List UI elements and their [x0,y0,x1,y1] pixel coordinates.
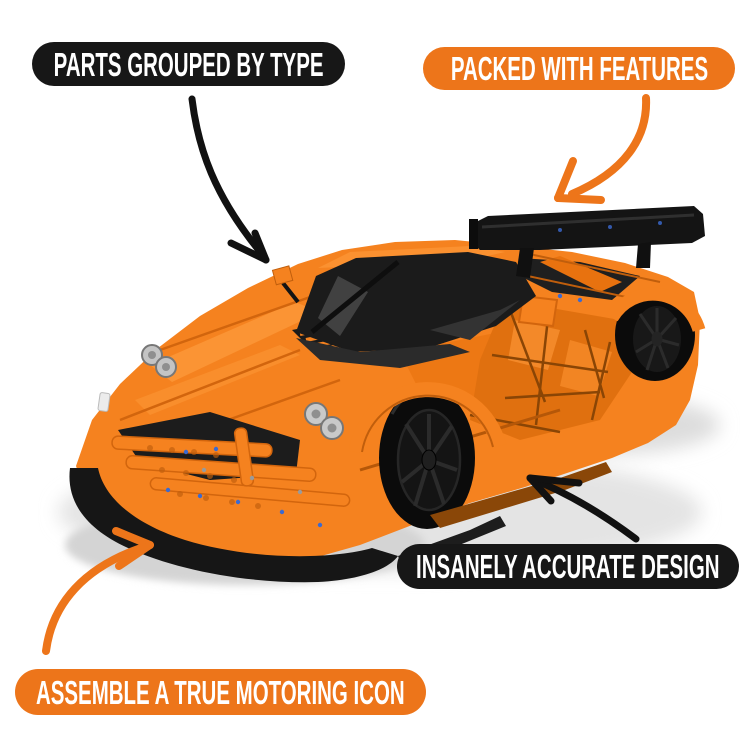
side-mirror [271,265,300,304]
packed-features-arrow-icon [554,94,651,204]
callout-accurate-design-label: INSANELY ACCURATE DESIGN [416,548,720,585]
rear-fender-arc [606,287,706,333]
callout-motoring-icon: ASSEMBLE A TRUE MOTORING ICON [15,669,426,715]
callout-accurate-design: INSANELY ACCURATE DESIGN [397,544,739,589]
callout-parts-grouped-label: PARTS GROUPED BY TYPE [53,45,324,83]
front-marker-light [97,392,111,412]
windshield [296,252,536,368]
callout-packed-features-label: PACKED WITH FEATURES [450,50,708,87]
callout-packed-features: PACKED WITH FEATURES [423,47,735,90]
front-fender-arc [348,382,507,454]
motoring-icon-arrow-icon [42,527,154,655]
front-wheel [379,386,475,529]
parts-grouped-arrow-icon [188,95,270,264]
callout-parts-grouped: PARTS GROUPED BY TYPE [32,42,345,86]
headlights [141,344,344,440]
callout-motoring-icon-label: ASSEMBLE A TRUE MOTORING ICON [36,673,405,711]
rear-wing [469,206,705,278]
front-fender-edge [361,394,494,453]
accurate-design-arrow-icon [526,474,640,543]
